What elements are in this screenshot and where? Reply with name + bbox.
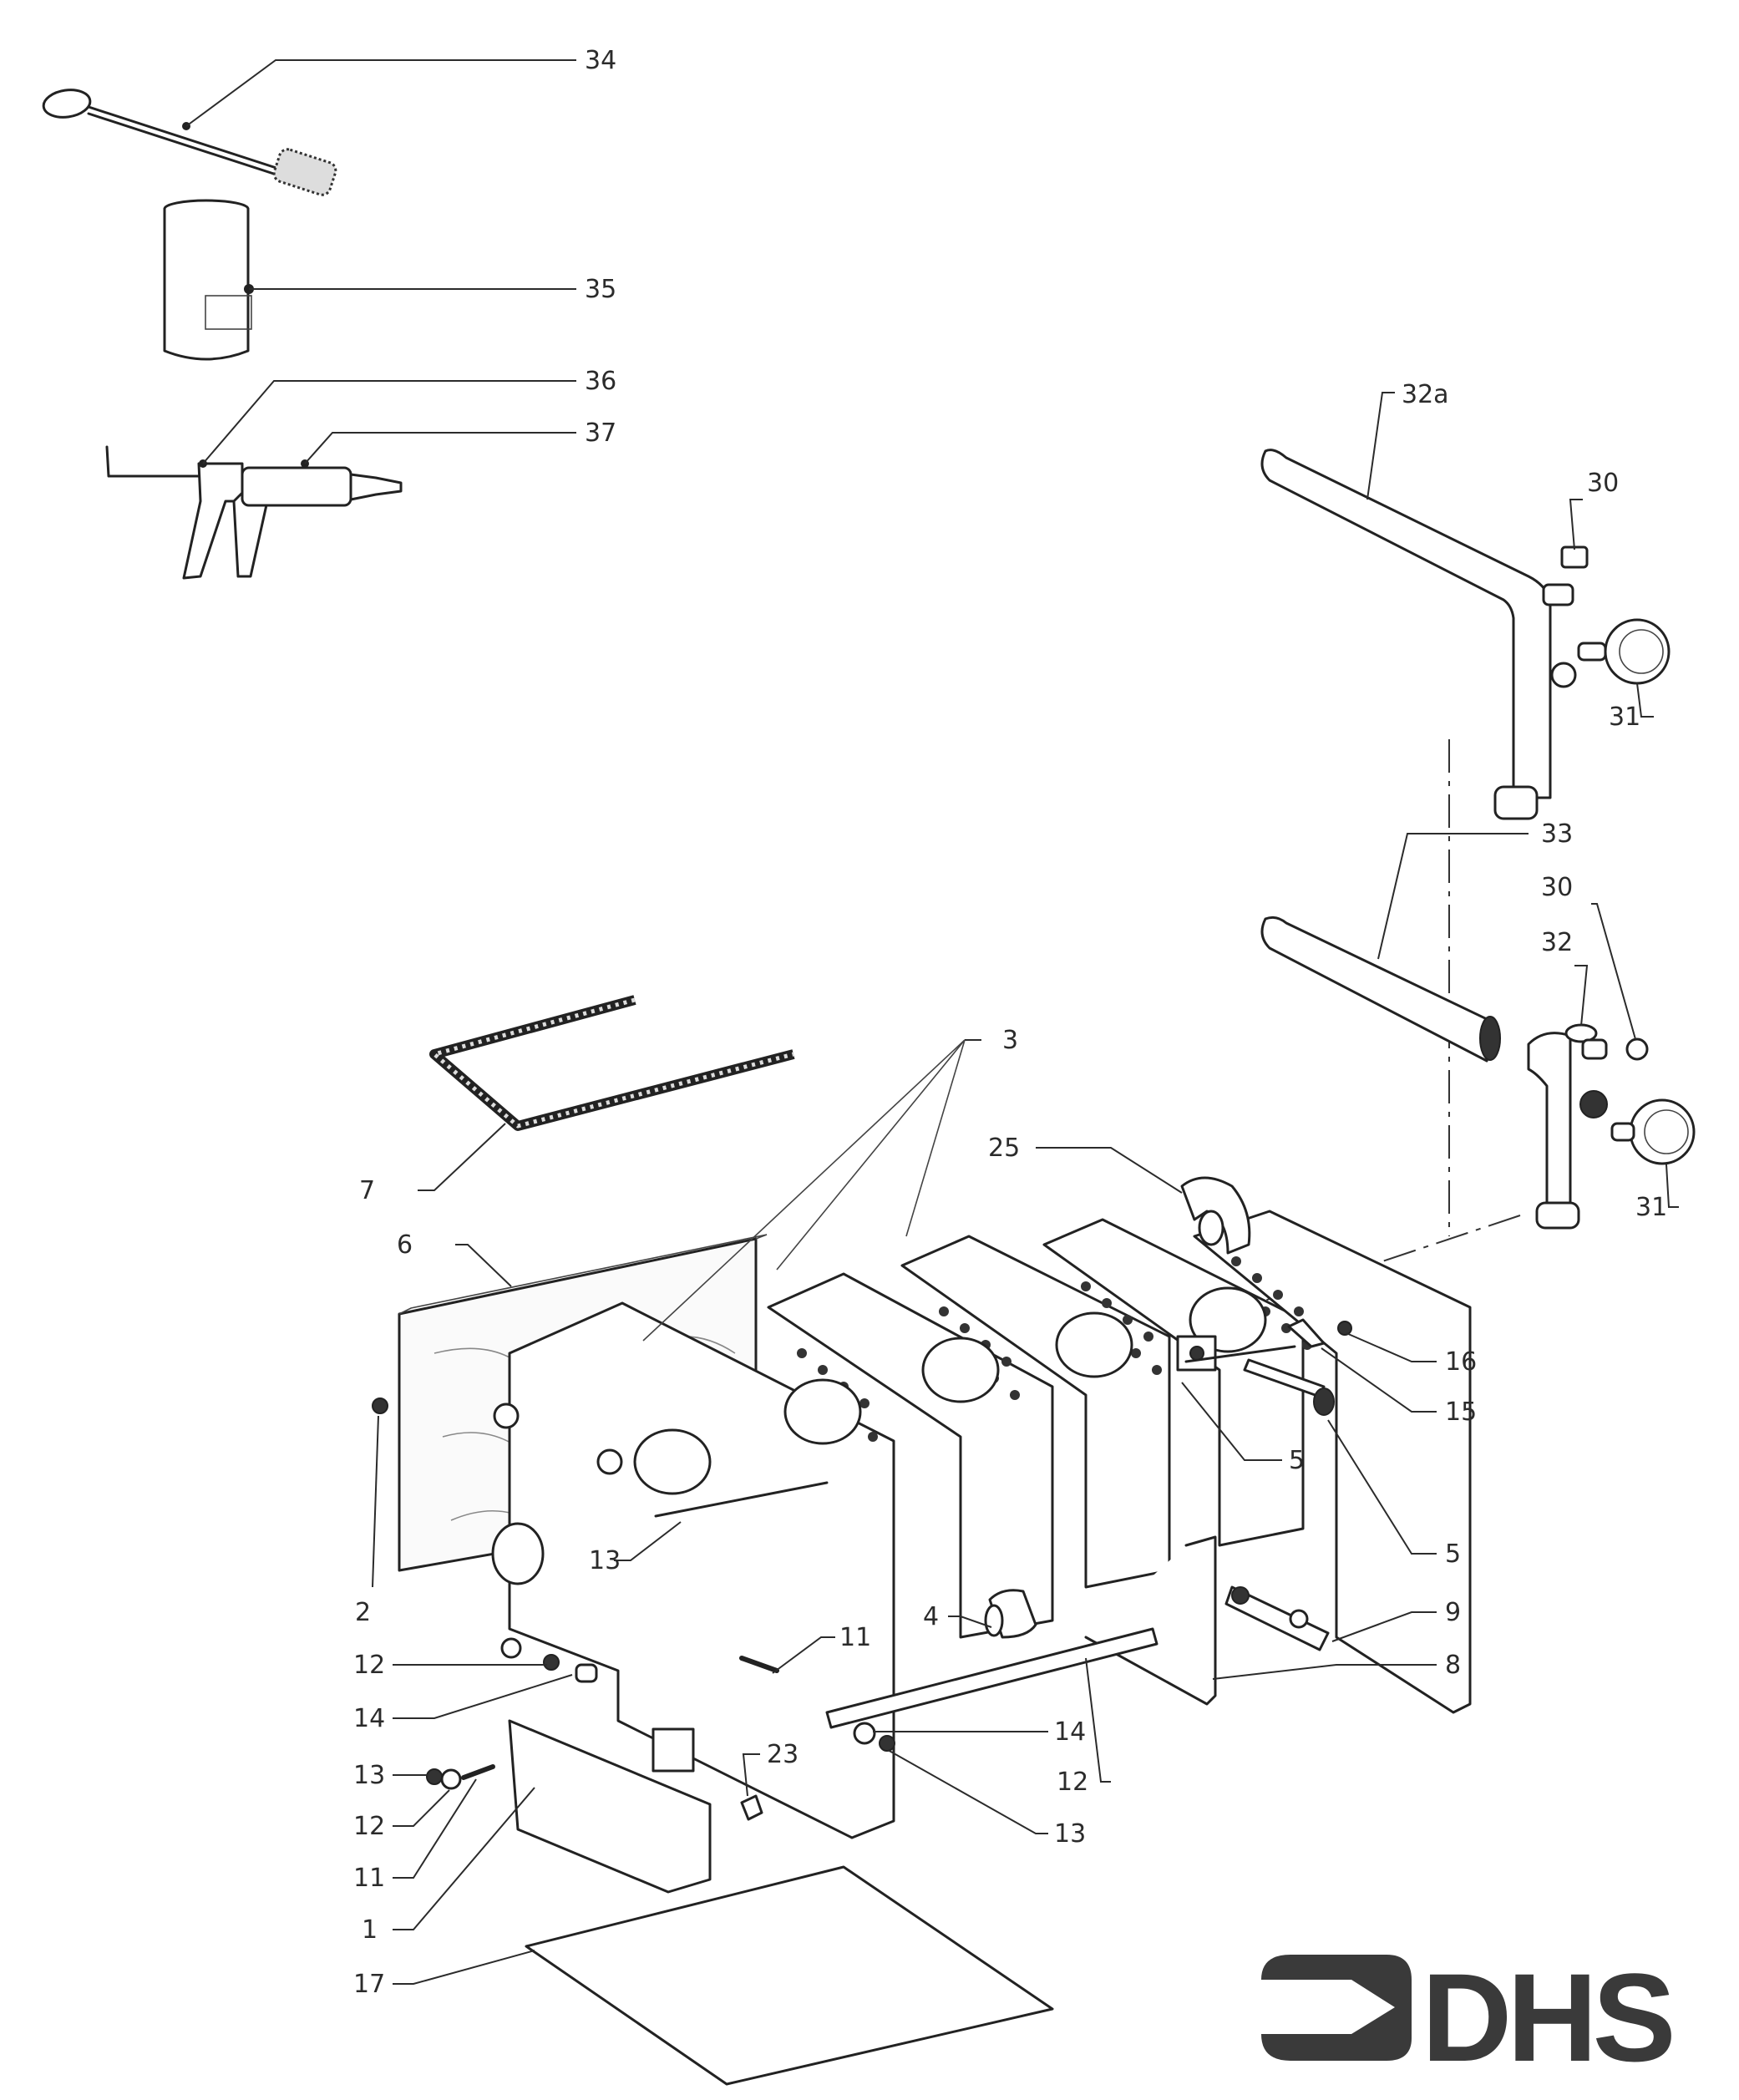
callout-35: 35	[585, 275, 616, 304]
callout-12-left-upper: 12	[353, 1651, 385, 1680]
callout-14: 14	[353, 1704, 385, 1733]
base-plate	[525, 1865, 1054, 2086]
callout-37: 37	[585, 418, 616, 448]
callout-32a: 32a	[1402, 380, 1449, 409]
callout-23: 23	[767, 1740, 799, 1769]
front-lower-section	[508, 1719, 712, 1894]
tie-rod-right	[1184, 1345, 1296, 1363]
flue-brush	[42, 89, 337, 196]
callout-1: 1	[362, 1915, 378, 1945]
bracket-and-nut	[1287, 1318, 1352, 1348]
dhs-logo: DHS	[1261, 1947, 1677, 2087]
callout-7: 16	[1445, 1347, 1477, 1377]
flow-pipe-upper	[1260, 449, 1589, 820]
elbow-connector	[1180, 1176, 1251, 1255]
washers-centre	[853, 1722, 895, 1752]
heat-exchanger-sections	[491, 1210, 1472, 1839]
tee-fitting	[1527, 1023, 1649, 1230]
flow-pipe-lower	[1260, 916, 1501, 1063]
callout-25: 25	[988, 1134, 1020, 1163]
nipple	[984, 1589, 1037, 1639]
drain-cock	[1224, 1585, 1330, 1651]
callout-11-centre: 11	[839, 1623, 871, 1652]
callout-30-lower: 30	[1541, 873, 1573, 902]
callout-2: 8	[1445, 1651, 1461, 1680]
caulking-gun	[105, 445, 403, 580]
tie-rod-left	[654, 1481, 829, 1518]
callout-36: 36	[585, 367, 616, 396]
callout-8: 9	[1445, 1598, 1461, 1627]
callout-11-left: 11	[353, 1864, 385, 1893]
left-lower-fittings	[426, 1764, 495, 1790]
callout-13-centre-lower: 13	[1054, 1819, 1086, 1849]
screw	[740, 1794, 763, 1821]
callout-12-left-lower: 12	[353, 1812, 385, 1841]
callout-6: 15	[1445, 1397, 1477, 1427]
rear-section-frame	[1084, 1535, 1217, 1706]
callout-4: 4	[923, 1602, 939, 1631]
callout-13-left-lower: 13	[353, 1761, 385, 1790]
sensor-pocket	[1243, 1358, 1335, 1416]
callout-13-panel: 2	[355, 1598, 371, 1627]
callout-33: 33	[1541, 819, 1573, 849]
brand-name: DHS	[1422, 1947, 1672, 2087]
sealant-tin	[163, 199, 252, 361]
callout-17: 17	[353, 1970, 385, 1999]
stud-centre	[739, 1656, 779, 1673]
rope-seal	[429, 995, 795, 1131]
callout-34: 34	[585, 46, 616, 75]
callout-5-right: 5	[1289, 1446, 1305, 1475]
arrow-icon	[1261, 1955, 1412, 2061]
callout-32: 32	[1541, 928, 1573, 957]
callout-9: 5	[1445, 1539, 1461, 1569]
callout-10: 12	[1057, 1768, 1088, 1797]
callout-30-upper: 30	[1587, 469, 1619, 498]
callout-15: 6	[397, 1230, 413, 1260]
callout-5-left: 13	[589, 1546, 621, 1575]
callout-16: 7	[359, 1176, 375, 1205]
gauge-lower	[1610, 1098, 1696, 1165]
gauge-upper	[1577, 618, 1671, 685]
washer-bolt-left-upper	[500, 1637, 598, 1683]
callout-31-upper: 31	[1609, 703, 1640, 732]
callout-3: 3	[1002, 1026, 1018, 1055]
bar	[825, 1627, 1158, 1729]
callout-12-centre: 14	[1054, 1717, 1086, 1747]
callout-31-lower: 31	[1635, 1193, 1667, 1222]
